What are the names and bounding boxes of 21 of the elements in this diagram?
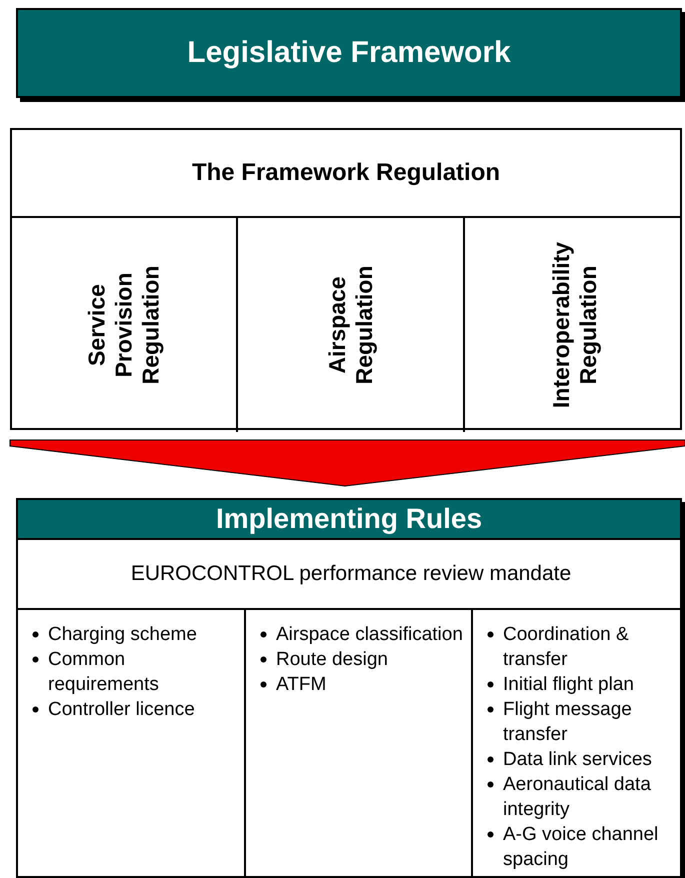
- regulation-panel: [10, 128, 682, 430]
- regulation-column: Airspace Regulation: [238, 218, 465, 432]
- bullet-item: Flight message transfer: [503, 699, 632, 745]
- regulation-column: Service Provision Regulation: [12, 218, 238, 432]
- bullet-item: Charging scheme: [48, 624, 197, 645]
- funnel-arrow: [10, 440, 685, 486]
- panel-heading: The Framework Regulation: [12, 130, 680, 218]
- bullet-item: Common requirements: [48, 649, 159, 695]
- regulation-column: Interoperability Regulation: [465, 218, 684, 432]
- bullet-item: ATFM: [276, 674, 326, 695]
- bullet-item: Controller licence: [48, 699, 195, 720]
- mandate-row: EUROCONTROL performance review mandate: [18, 540, 684, 610]
- bullet-item: Airspace classification: [276, 624, 463, 645]
- rules-panel: [16, 498, 682, 878]
- panel-heading: Implementing Rules: [18, 500, 680, 540]
- bullet-item: A-G voice channel spacing: [503, 824, 658, 870]
- bullet-item: Aeronautical data integrity: [503, 774, 651, 820]
- bullet-item: Initial flight plan: [503, 674, 634, 695]
- bullet-item: Data link services: [503, 749, 652, 770]
- bullet-item: Coordination & transfer: [503, 624, 629, 670]
- bullet-item: Route design: [276, 649, 388, 670]
